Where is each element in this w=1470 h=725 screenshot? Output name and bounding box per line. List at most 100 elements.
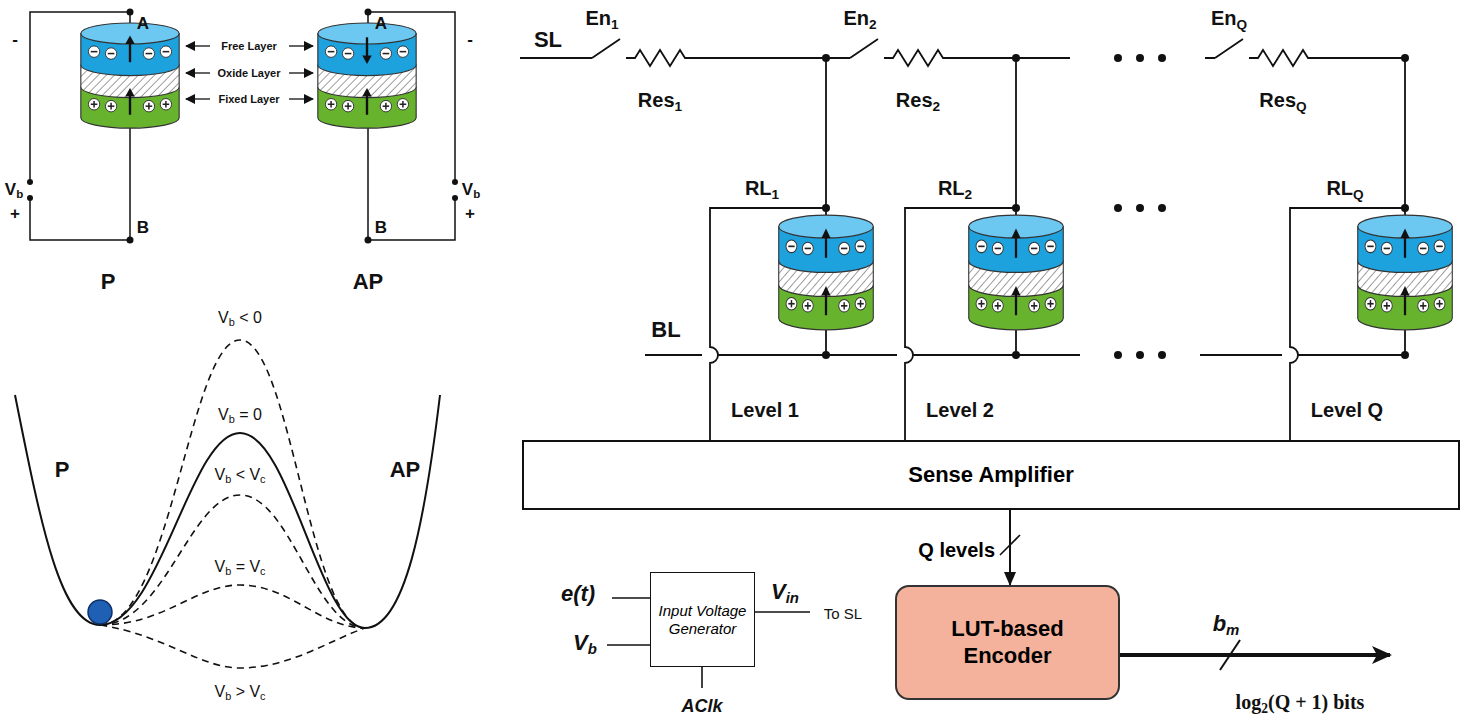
layer-label: Free Layer [221, 40, 277, 52]
resistor-label: Res2 [896, 89, 940, 112]
p-cell-wires [30, 128, 130, 240]
voltage-label: Vb [462, 180, 480, 200]
terminal-dots [365, 237, 372, 244]
layer-pointers [186, 98, 210, 99]
ellipsis-dots [1114, 351, 1122, 359]
junction-dots [1401, 54, 1409, 62]
junction-dots [1012, 351, 1020, 359]
column-wires [645, 58, 1405, 440]
mtj-p-cell [81, 23, 179, 128]
signal-wires [612, 597, 650, 599]
resistor-label: Res1 [638, 89, 682, 112]
box-text: Input Voltage Generator [657, 602, 749, 638]
terminal-dots [365, 9, 372, 16]
ellipsis-dots [1114, 54, 1166, 359]
signal-name: e(t) [561, 581, 595, 607]
signal-wires [755, 611, 810, 613]
mtj-ap-cell [318, 23, 416, 128]
signal-name: Vb [573, 630, 597, 656]
polarity-sign: - [467, 30, 473, 50]
polarity-sign: - [12, 30, 18, 50]
switch-label: En1 [585, 7, 618, 30]
terminal-dots [27, 179, 33, 185]
ellipsis-dots [1114, 204, 1122, 212]
mtj-cell [1358, 215, 1453, 330]
junction-dots [1401, 351, 1409, 359]
layer-pointers [289, 45, 313, 46]
clock-name: AClk [681, 696, 722, 717]
level-label: Level 1 [731, 399, 799, 422]
layer-label: Oxide Layer [218, 67, 281, 79]
curve-label: Vb < 0 [218, 309, 262, 327]
edge-label: Q levels [915, 537, 998, 562]
layer-pointers [186, 46, 313, 99]
voltage-label: Vb [5, 180, 23, 200]
output-name: bm [1213, 611, 1240, 637]
sl-wires [520, 39, 1405, 66]
terminal-dots [127, 237, 134, 244]
junction-dots [1012, 204, 1020, 212]
well-label: P [55, 457, 70, 483]
bus-slash [1220, 640, 1240, 670]
energy-curves [15, 340, 440, 668]
layer-pointers [186, 45, 210, 46]
output-bus [1120, 653, 1390, 657]
ellipsis-dots [1158, 351, 1166, 359]
curve-label: Vb > Vc [214, 683, 265, 701]
column-wires [1200, 354, 1405, 356]
line-name: SL [534, 27, 562, 53]
switch-label: En2 [843, 7, 876, 30]
state-label: AP [353, 269, 384, 295]
line-name: RLQ [1326, 177, 1363, 200]
state-label: P [101, 269, 116, 295]
bus-arrow [1009, 510, 1011, 585]
signal-wires [607, 644, 650, 646]
line-name: RL1 [745, 177, 779, 200]
ellipsis-dots [1136, 204, 1144, 212]
encoder-box: LUT-based Encoder [895, 585, 1120, 700]
switch-label: EnQ [1211, 7, 1247, 30]
ellipsis-dots [1158, 204, 1166, 212]
junction-dots [1012, 54, 1020, 62]
terminal-dots [452, 195, 458, 201]
sense-amplifier-box: Sense Amplifier [522, 440, 1460, 510]
junction-dots [822, 54, 830, 62]
terminal-label: A [375, 14, 387, 34]
ellipsis-dots [1136, 351, 1144, 359]
energy-curves [15, 395, 440, 628]
state-ball [88, 600, 112, 624]
mtj-cell [969, 215, 1064, 330]
polarity-sign: + [10, 204, 20, 224]
terminal-dots [452, 179, 458, 185]
layer-pointers [186, 72, 210, 73]
box-text: LUT-based Encoder [933, 616, 1083, 669]
curve-label: Vb = 0 [218, 406, 262, 424]
ellipsis-dots [1136, 54, 1144, 62]
box-text: Sense Amplifier [908, 462, 1073, 488]
terminal-dots [127, 9, 134, 16]
terminal-label: A [137, 14, 149, 34]
generator-box: Input Voltage Generator [650, 572, 755, 667]
terminal-label: B [137, 218, 149, 238]
energy-curves [100, 585, 365, 628]
junction-dots [822, 204, 830, 212]
energy-curves [100, 625, 365, 668]
layer-pointers [289, 98, 313, 99]
sl-wires [826, 39, 1070, 66]
line-name: BL [651, 317, 680, 343]
bit-width-label: log2(Q + 1) bits [1236, 691, 1365, 714]
ellipsis-dots [1158, 54, 1166, 62]
junction-dots [822, 54, 1409, 359]
curve-label: Vb = Vc [214, 558, 265, 576]
signal-note: To SL [824, 605, 862, 622]
level-label: Level 2 [926, 399, 994, 422]
sl-wires [1205, 39, 1405, 66]
signal-name: Vin [771, 579, 799, 605]
curve-label: Vb < Vc [214, 466, 265, 484]
terminal-dots [27, 195, 33, 201]
layer-pointers [289, 72, 313, 73]
line-name: RL2 [938, 177, 972, 200]
ap-cell-wires [368, 128, 455, 240]
